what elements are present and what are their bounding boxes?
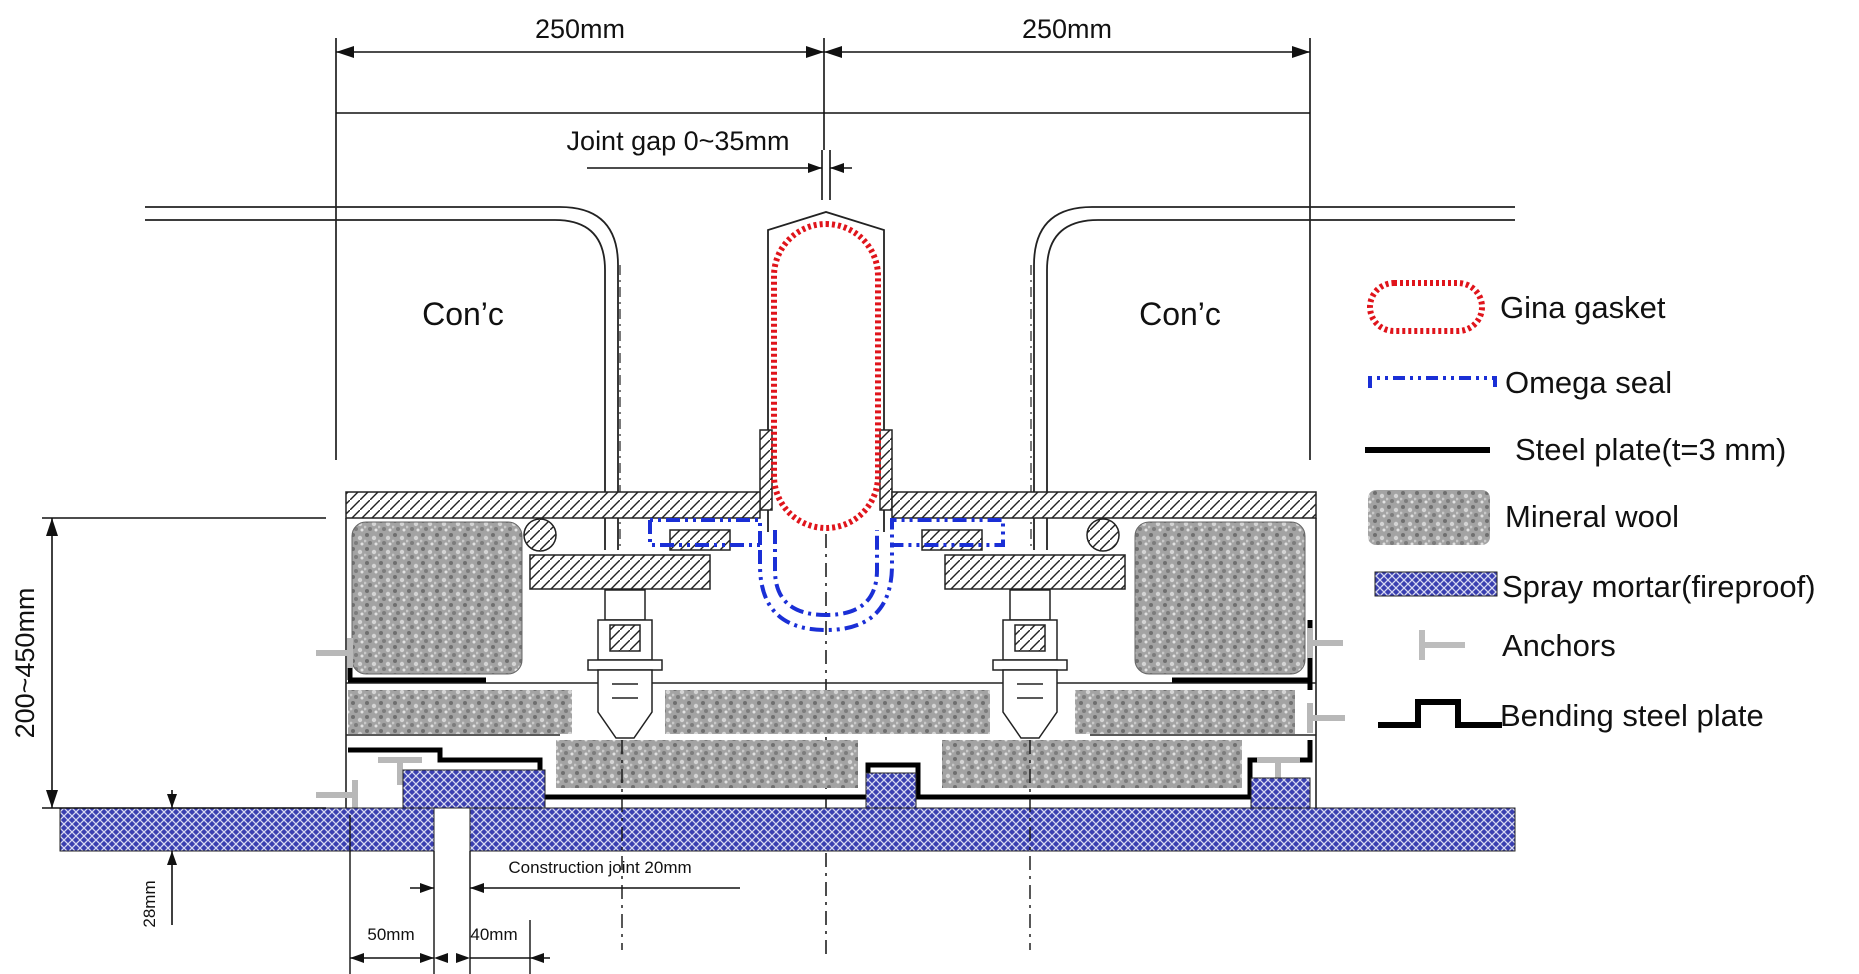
label-concrete-right: Con’c	[1139, 296, 1221, 332]
mineral-wool-strip-5	[942, 740, 1242, 788]
anchors	[316, 628, 1345, 810]
lower-structure	[345, 518, 1317, 808]
dim-construction-joint: Construction joint 20mm	[508, 858, 691, 877]
joint-gap-dimension	[587, 150, 852, 200]
support-plate-left	[529, 554, 711, 590]
height-dimension	[42, 517, 326, 809]
mineral-wool-block-left	[351, 521, 523, 675]
gina-housing	[767, 211, 885, 532]
dim-left-width: 250mm	[535, 14, 625, 44]
dim-right-width: 250mm	[1022, 14, 1112, 44]
legend-bending-steel-plate-icon	[1378, 699, 1502, 728]
mineral-wool-strip-4	[556, 740, 858, 788]
mortar-block-left	[402, 769, 546, 809]
legend-anchors-label: Anchors	[1502, 628, 1616, 663]
mineral-wool-strip-3	[1075, 690, 1295, 734]
legend-mineral-wool-icon	[1368, 490, 1490, 545]
mortar-block-right	[1250, 777, 1311, 809]
legend-mineral-wool-label: Mineral wool	[1505, 499, 1679, 534]
round-bar-left	[523, 518, 557, 552]
omega-seal	[648, 518, 1005, 633]
legend-gina-gasket-label: Gina gasket	[1500, 290, 1666, 325]
mortar-layer-right	[469, 807, 1516, 852]
dim-40mm: 40mm	[470, 925, 517, 944]
mineral-wool-strip-1	[348, 690, 572, 734]
top-plate-right	[891, 491, 1317, 519]
support-plate-right	[944, 554, 1126, 590]
top-dimensions	[335, 38, 1311, 460]
legend-steel-plate-label: Steel plate(t=3 mm)	[1515, 432, 1786, 467]
dim-mortar-thickness: 28mm	[140, 880, 159, 927]
legend: Gina gasket Omega seal Steel plate(t=3 m…	[1365, 280, 1816, 733]
legend-bending-steel-plate-label: Bending steel plate	[1500, 698, 1764, 733]
gina-clamp-right	[879, 429, 893, 511]
bolt-assembly-right	[992, 589, 1068, 739]
mineral-wool-strip-2	[665, 690, 990, 734]
mortar-layer-left	[59, 807, 435, 852]
legend-omega-seal-icon	[1368, 376, 1497, 388]
label-concrete-left: Con’c	[422, 296, 504, 332]
dim-50mm: 50mm	[367, 925, 414, 944]
legend-gina-gasket-icon	[1367, 280, 1485, 334]
dim-height-range: 200~450mm	[10, 588, 40, 739]
bending-steel-plate	[348, 740, 1313, 800]
legend-omega-seal-label: Omega seal	[1505, 365, 1672, 400]
round-bar-right	[1086, 518, 1120, 552]
concrete-slab-left	[145, 206, 621, 550]
concrete-slab-right	[1030, 206, 1515, 550]
top-plate-left	[345, 491, 761, 519]
gina-gasket	[771, 221, 881, 531]
gina-clamp-left	[759, 429, 773, 511]
legend-anchor-icon	[1419, 630, 1465, 660]
dim-joint-gap: Joint gap 0~35mm	[567, 126, 790, 156]
legend-spray-mortar-label: Spray mortar(fireproof)	[1502, 569, 1816, 604]
mineral-wool-block-right	[1134, 521, 1306, 675]
omega-seal-inner	[773, 530, 879, 618]
legend-spray-mortar-icon	[1374, 571, 1498, 597]
bolt-assembly-left	[587, 589, 663, 739]
mortar-block-center	[865, 772, 917, 809]
